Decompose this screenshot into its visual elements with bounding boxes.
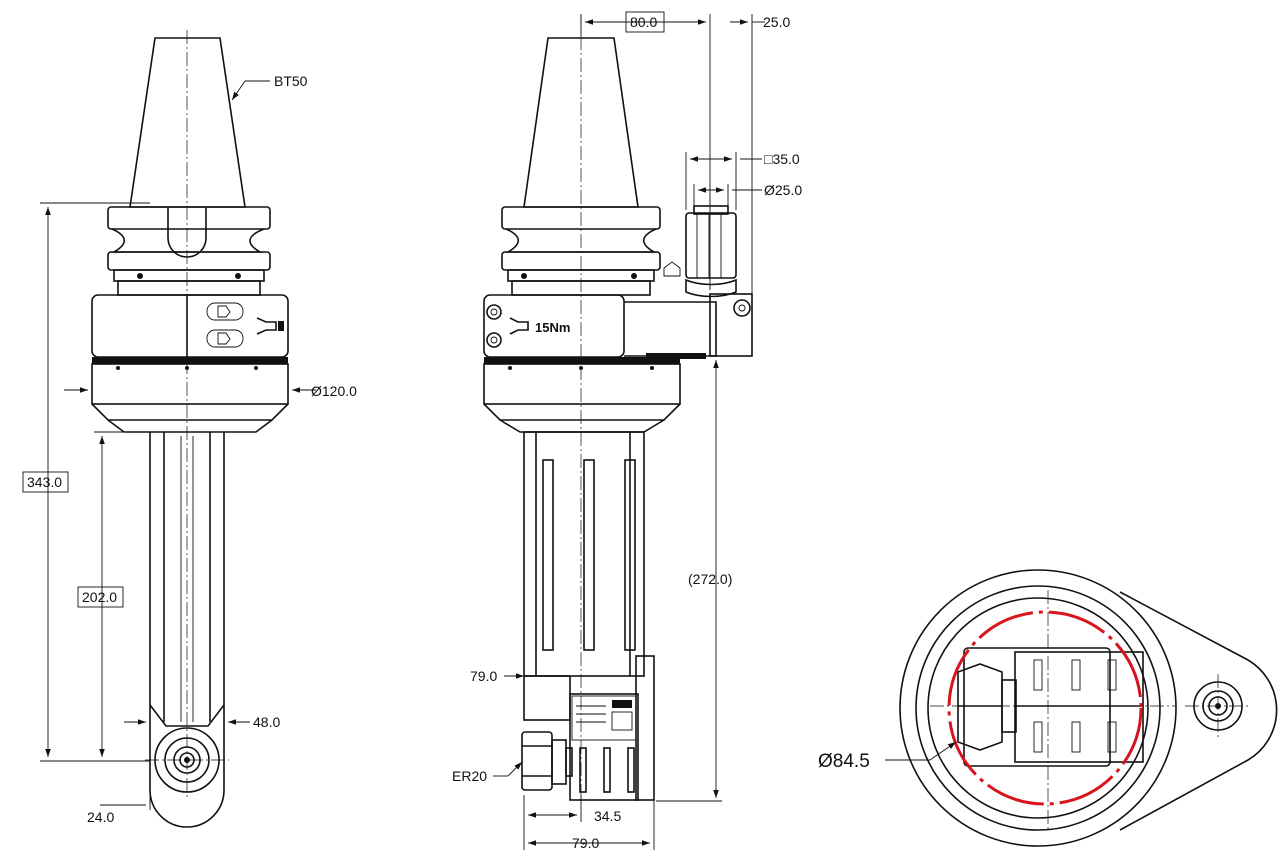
bottom-view: Ø84.5: [818, 569, 1278, 847]
taper-label: BT50: [274, 73, 308, 89]
offset-24-label: 24.0: [87, 809, 114, 825]
torque-label: 15Nm: [535, 320, 570, 335]
diameter-120-label: Ø120.0: [311, 383, 357, 399]
swing-diameter-circle: [947, 610, 1143, 806]
square-35-label: □35.0: [764, 151, 800, 167]
swing-diameter-label: Ø84.5: [818, 751, 870, 772]
stop-arm-outline: [1119, 591, 1278, 831]
collet-offset-label: 34.5: [594, 808, 621, 824]
drive-key-slot: [167, 208, 207, 258]
collet-label: ER20: [452, 768, 487, 784]
width-48-label: 48.0: [253, 714, 280, 730]
head-height-label: 79.0: [470, 668, 497, 684]
front-view: BT50 Ø120.0 343.0 202.0 48.0 24.0: [22, 30, 357, 828]
ref-length-label: (272.0): [688, 571, 732, 587]
head-width-label: 79.0: [572, 835, 599, 851]
top-offset-label: 80.0: [630, 14, 657, 30]
top-extra-label: 25.0: [763, 14, 790, 30]
overall-height-label: 343.0: [27, 474, 62, 490]
bt50-taper: [129, 37, 246, 208]
stop-diameter-label: Ø25.0: [764, 182, 802, 198]
spindle-length-label: 202.0: [82, 589, 117, 605]
side-view: 15Nm: [452, 11, 802, 851]
